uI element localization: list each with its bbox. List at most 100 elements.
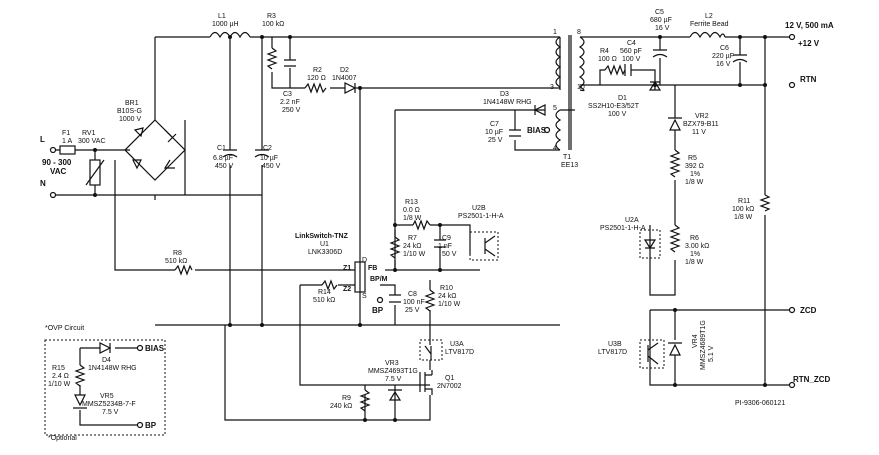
d1-diode	[648, 80, 662, 91]
ovp-box	[44, 339, 166, 436]
r5-tol: 1%	[690, 171, 700, 178]
l2-val: Ferrite Bead	[690, 21, 729, 28]
d4-part: 1N4148W RHG	[88, 365, 137, 372]
r13-pwr: 1/8 W	[403, 215, 422, 222]
r3-ref: R3	[267, 13, 276, 20]
br1-ref: BR1	[125, 100, 139, 107]
r14-ref: R14	[318, 289, 331, 296]
symbols	[44, 31, 796, 436]
r2-resistor	[304, 82, 327, 94]
r10-ref: R10	[440, 285, 453, 292]
d4-ref: D4	[102, 357, 111, 364]
rv1-mov	[89, 159, 101, 186]
c3-ref: C3	[283, 91, 292, 98]
terminal-rtn	[788, 81, 796, 89]
ovp-bp-terminal	[136, 421, 144, 429]
c7-ref: C7	[490, 121, 499, 128]
c1-ref: C1	[217, 145, 226, 152]
input-l: L	[40, 135, 45, 144]
c7-volt: 25 V	[488, 137, 503, 144]
u1-pin-z1: Z1	[343, 265, 351, 272]
l2-ref: L2	[705, 13, 713, 20]
input-v1: 90 - 300	[42, 158, 72, 167]
r9-val: 240 kΩ	[330, 403, 352, 410]
d1-volt: 100 V	[608, 111, 627, 118]
f1-fuse	[59, 145, 76, 155]
terminal-l	[49, 146, 57, 154]
c7-capacitor	[509, 129, 521, 137]
vr5-zener	[73, 394, 87, 409]
c3-volt: 250 V	[282, 107, 301, 114]
r6-resistor	[669, 224, 681, 253]
d2-diode	[344, 82, 357, 94]
vr3-volt: 7.5 V	[385, 376, 402, 383]
br1-bridge	[124, 119, 186, 181]
vr5-part: MMSZ5234B-7-F	[82, 401, 136, 408]
u1-ref: U1	[320, 241, 329, 248]
r15-pwr: 1/10 W	[48, 381, 71, 388]
labels: L1 1000 µH R3 100 kΩ 1 8 3 10 5 4 T1 EE1…	[40, 9, 834, 442]
q1-mosfet	[419, 370, 433, 395]
c6-volt: 16 V	[716, 61, 731, 68]
c4-val: 560 pF	[620, 48, 642, 55]
t1-pin8: 8	[577, 29, 581, 36]
r4-resistor	[604, 64, 626, 76]
r11-pwr: 1/8 W	[734, 214, 753, 221]
vr4-ref: VR4	[692, 334, 699, 348]
r9-ref: R9	[342, 395, 351, 402]
t1-pin10: 10	[577, 84, 585, 91]
c2-capacitor	[254, 149, 270, 158]
t1-primary	[555, 36, 562, 88]
u1-pin-bpm: BP/M	[370, 276, 388, 283]
c9-ref: C9	[442, 235, 451, 242]
t1-pin1: 1	[553, 29, 557, 36]
c3-val: 2.2 nF	[280, 99, 300, 106]
d1-part: SS2H10-E3/52T	[588, 103, 640, 110]
terminal-12v	[788, 33, 796, 41]
c6-capacitor	[732, 54, 748, 63]
r15-resistor	[74, 364, 86, 387]
terminal-n	[49, 191, 57, 199]
c8-volt: 25 V	[405, 307, 420, 314]
r7-ref: R7	[408, 235, 417, 242]
c9-val: 1 nF	[438, 243, 452, 250]
r6-val: 3.00 kΩ	[685, 243, 709, 250]
c5-volt: 16 V	[655, 25, 670, 32]
r10-pwr: 1/10 W	[438, 301, 461, 308]
out-rtn: RTN	[800, 75, 817, 84]
t1-part: EE13	[561, 162, 578, 169]
u1-pin-d: D	[362, 257, 367, 264]
r10-val: 24 kΩ	[438, 293, 456, 300]
bp-label: BP	[372, 306, 384, 315]
r7-val: 24 kΩ	[403, 243, 421, 250]
u2b-part: PS2501-1-H-A	[458, 213, 504, 220]
out-plus12: +12 V	[798, 39, 820, 48]
r4-val: 100 Ω	[598, 56, 617, 63]
c8-capacitor	[389, 294, 401, 303]
l1-ref: L1	[218, 13, 226, 20]
r6-pwr: 1/8 W	[685, 259, 704, 266]
u3a-ref: U3A	[450, 341, 464, 348]
terminal-rtn-zcd	[788, 381, 796, 389]
c1-capacitor	[222, 149, 238, 158]
q1-part: 2N7002	[437, 383, 462, 390]
vr4-zener	[668, 342, 682, 356]
d1-ref: D1	[618, 95, 627, 102]
u2b-ref: U2B	[472, 205, 486, 212]
c2-ref: C2	[263, 145, 272, 152]
r3-val: 100 kΩ	[262, 21, 284, 28]
u2b-opto	[469, 231, 499, 261]
c6-val: 220 µF	[712, 53, 734, 60]
q1-ref: Q1	[445, 375, 454, 382]
u1-title: LinkSwitch-TNZ	[295, 233, 349, 240]
vr5-ref: VR5	[100, 393, 114, 400]
vr2-ref: VR2	[695, 113, 709, 120]
r10-resistor	[424, 289, 436, 312]
c1-volt: 450 V	[215, 163, 234, 170]
l2-inductor	[689, 31, 726, 39]
u1-ic	[354, 261, 366, 293]
vr4-volt: 5.1 V	[708, 345, 715, 362]
c9-capacitor	[434, 239, 446, 248]
ovp-title: *OVP Circuit	[45, 325, 84, 332]
u2a-ref: U2A	[625, 217, 639, 224]
